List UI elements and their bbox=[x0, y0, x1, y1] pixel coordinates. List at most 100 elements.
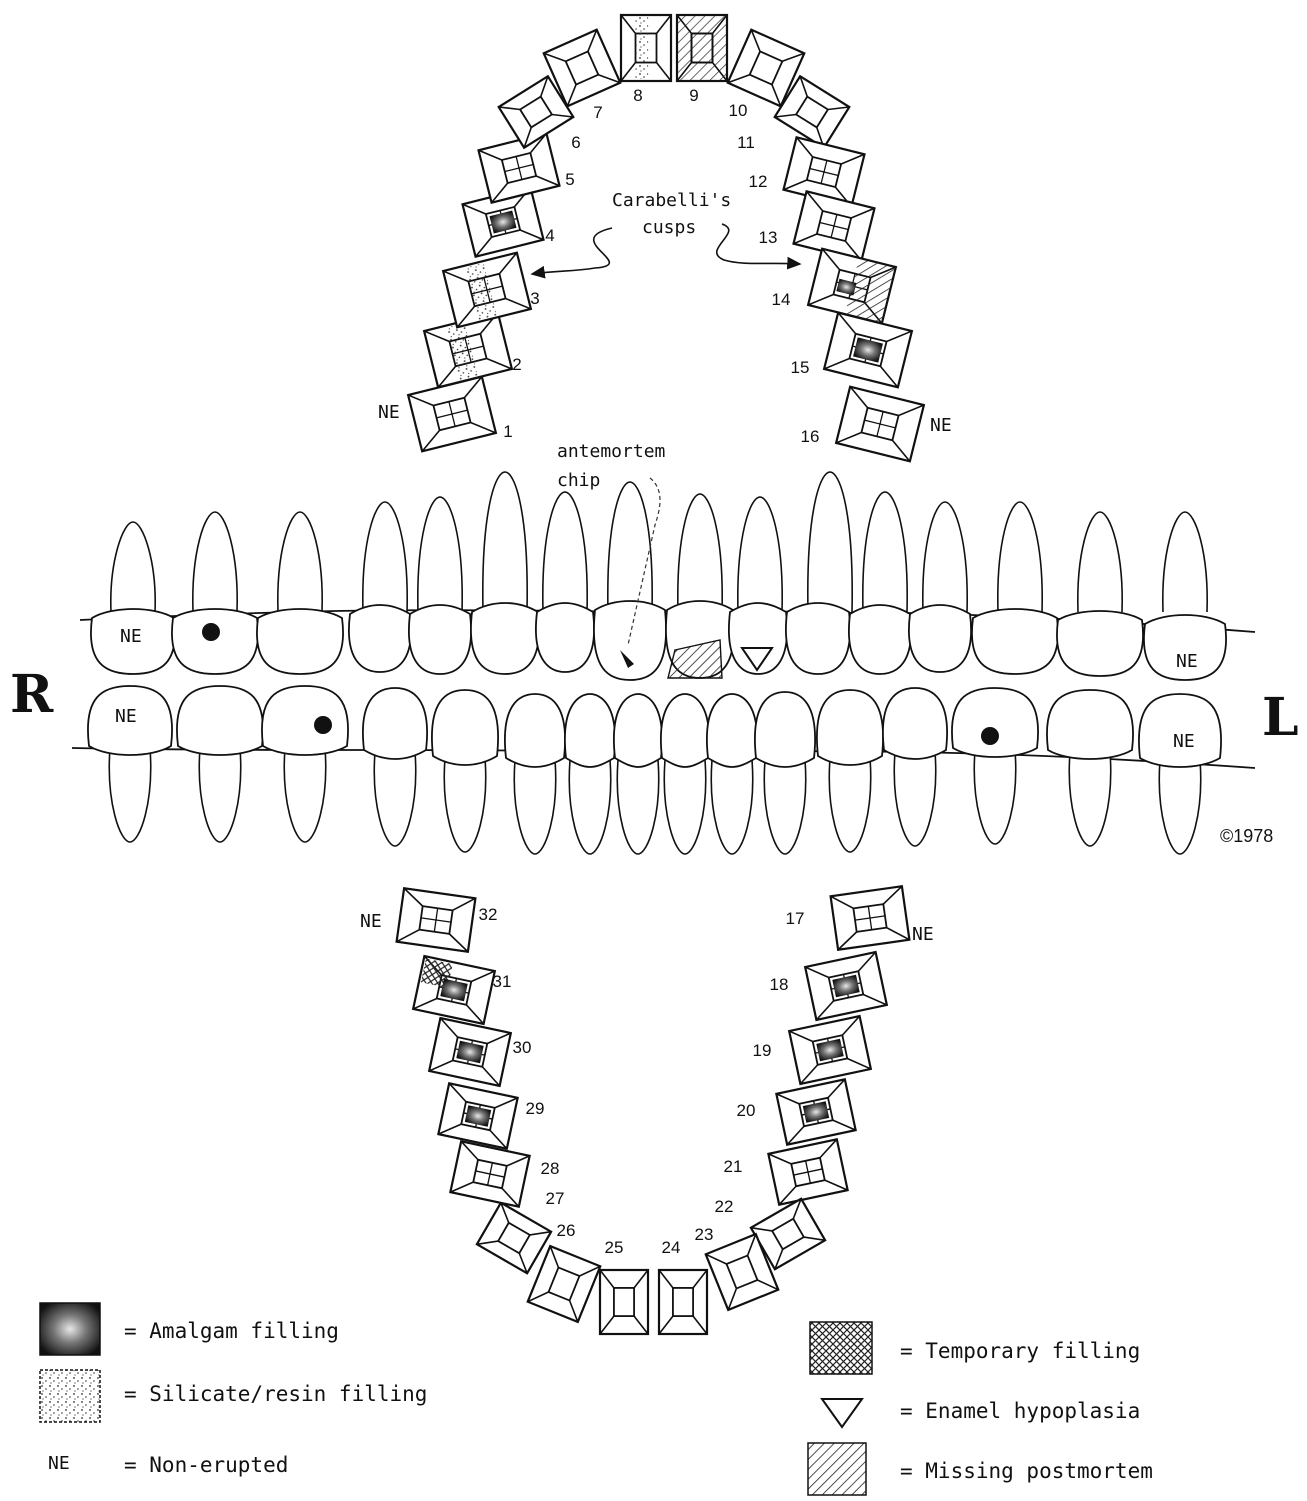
upper-crown bbox=[594, 601, 666, 680]
lower-root bbox=[617, 760, 658, 854]
upper-tooth-number: 5 bbox=[565, 170, 574, 189]
upper-crown bbox=[786, 603, 850, 674]
right-side-label: R bbox=[10, 664, 54, 725]
lower-tooth-number: 32 bbox=[479, 905, 498, 924]
upper-root bbox=[678, 494, 722, 612]
carabelli-label-line2: cusps bbox=[642, 217, 696, 238]
upper-tooth-14 bbox=[808, 249, 896, 324]
upper-tooth-number: 7 bbox=[593, 103, 602, 122]
upper-tooth-number: 3 bbox=[530, 289, 539, 308]
upper-crown bbox=[409, 605, 471, 674]
lower-crown bbox=[614, 694, 662, 767]
upper-root bbox=[808, 472, 852, 612]
lower-tooth-number: 31 bbox=[493, 972, 512, 991]
lower-root bbox=[1159, 760, 1200, 854]
upper-tooth-number: 15 bbox=[791, 358, 810, 377]
upper-root bbox=[363, 502, 407, 612]
lower-tooth-number: 20 bbox=[737, 1101, 756, 1120]
lower-root bbox=[284, 748, 325, 842]
upper-crown bbox=[536, 603, 594, 672]
lower-crown bbox=[363, 688, 427, 759]
upper-tooth-number: 10 bbox=[729, 101, 748, 120]
upper-root bbox=[543, 492, 587, 612]
upper-tooth-3 bbox=[443, 253, 531, 328]
legend-amalgam-label: = Amalgam filling bbox=[124, 1319, 339, 1343]
lower-tooth-18 bbox=[805, 952, 887, 1020]
legend-ne-symbol: NE bbox=[48, 1453, 70, 1474]
lower-root bbox=[514, 760, 555, 854]
silicate-marking bbox=[636, 17, 649, 79]
upper-tooth-number: 4 bbox=[545, 226, 554, 245]
ne-tooth-16-drawing: NE bbox=[1176, 651, 1198, 672]
upper-crown bbox=[909, 605, 971, 672]
upper-tooth-number: 6 bbox=[571, 133, 580, 152]
lower-root bbox=[974, 750, 1015, 844]
lower-tooth-number: 18 bbox=[770, 975, 789, 994]
legend-temporary-label: = Temporary filling bbox=[900, 1339, 1140, 1363]
chip-label-line2: chip bbox=[557, 470, 600, 491]
upper-tooth-note: NE bbox=[378, 402, 400, 423]
lower-root bbox=[711, 760, 752, 854]
left-side-label: L bbox=[1262, 687, 1299, 748]
lower-tooth-27 bbox=[477, 1203, 551, 1274]
lower-tooth-17 bbox=[831, 886, 910, 949]
legend: = Amalgam filling = Silicate/resin filli… bbox=[40, 1303, 1153, 1495]
lower-tooth-note: NE bbox=[360, 911, 382, 932]
upper-tooth-number: 8 bbox=[633, 86, 642, 105]
upper-tooth-number: 16 bbox=[801, 427, 820, 446]
upper-root bbox=[863, 492, 907, 612]
upper-tooth-number: 13 bbox=[759, 228, 778, 247]
lower-root bbox=[109, 748, 150, 842]
legend-hypoplasia-symbol bbox=[822, 1399, 862, 1427]
upper-tooth-number: 9 bbox=[689, 86, 698, 105]
amalgam-filling-marker bbox=[202, 623, 220, 641]
upper-crown bbox=[349, 605, 411, 672]
lower-tooth-28 bbox=[450, 1141, 529, 1206]
lower-tooth-note: NE bbox=[912, 924, 934, 945]
upper-crown bbox=[257, 609, 343, 674]
upper-tooth-5 bbox=[479, 133, 560, 202]
upper-root bbox=[923, 502, 967, 612]
lower-tooth-number: 23 bbox=[695, 1225, 714, 1244]
lower-root bbox=[569, 760, 610, 854]
legend-hypoplasia-label: = Enamel hypoplasia bbox=[900, 1399, 1140, 1423]
lower-crown bbox=[565, 694, 615, 767]
upper-tooth-16 bbox=[836, 387, 924, 462]
lower-crown bbox=[262, 686, 348, 755]
lower-tooth-24 bbox=[659, 1270, 707, 1334]
lower-tooth-29 bbox=[438, 1083, 517, 1148]
lower-crown bbox=[883, 688, 947, 759]
upper-root bbox=[998, 502, 1042, 612]
legend-silicate-swatch bbox=[40, 1370, 100, 1422]
upper-tooth-number: 1 bbox=[503, 422, 512, 441]
lower-root bbox=[664, 760, 705, 854]
upper-tooth-note: NE bbox=[930, 415, 952, 436]
lower-tooth-32 bbox=[397, 888, 476, 951]
lower-tooth-number: 28 bbox=[541, 1159, 560, 1178]
legend-silicate-label: = Silicate/resin filling bbox=[124, 1382, 427, 1406]
lower-crown bbox=[1047, 690, 1133, 759]
upper-root bbox=[278, 512, 322, 612]
legend-temporary-swatch bbox=[810, 1322, 872, 1374]
upper-root bbox=[738, 497, 782, 612]
upper-root bbox=[111, 522, 155, 612]
ne-tooth-17-drawing: NE bbox=[1173, 731, 1195, 752]
lower-tooth-number: 17 bbox=[786, 909, 805, 928]
upper-arch-chart: 1NE2345678910111213141516NE bbox=[378, 15, 952, 461]
lower-tooth-19 bbox=[789, 1016, 871, 1084]
lower-root bbox=[764, 760, 805, 854]
upper-root bbox=[483, 472, 527, 612]
amalgam-filling-marker bbox=[314, 716, 332, 734]
upper-crown bbox=[849, 605, 911, 674]
lower-tooth-number: 24 bbox=[662, 1238, 681, 1257]
upper-tooth-9 bbox=[677, 15, 727, 81]
lower-root bbox=[374, 752, 415, 846]
lower-crown bbox=[755, 692, 815, 767]
lower-tooth-number: 29 bbox=[526, 1099, 545, 1118]
upper-root bbox=[608, 482, 652, 612]
lower-crown bbox=[177, 686, 263, 755]
lower-tooth-30 bbox=[429, 1018, 511, 1086]
lower-tooth-number: 19 bbox=[753, 1041, 772, 1060]
upper-root bbox=[1078, 512, 1122, 612]
